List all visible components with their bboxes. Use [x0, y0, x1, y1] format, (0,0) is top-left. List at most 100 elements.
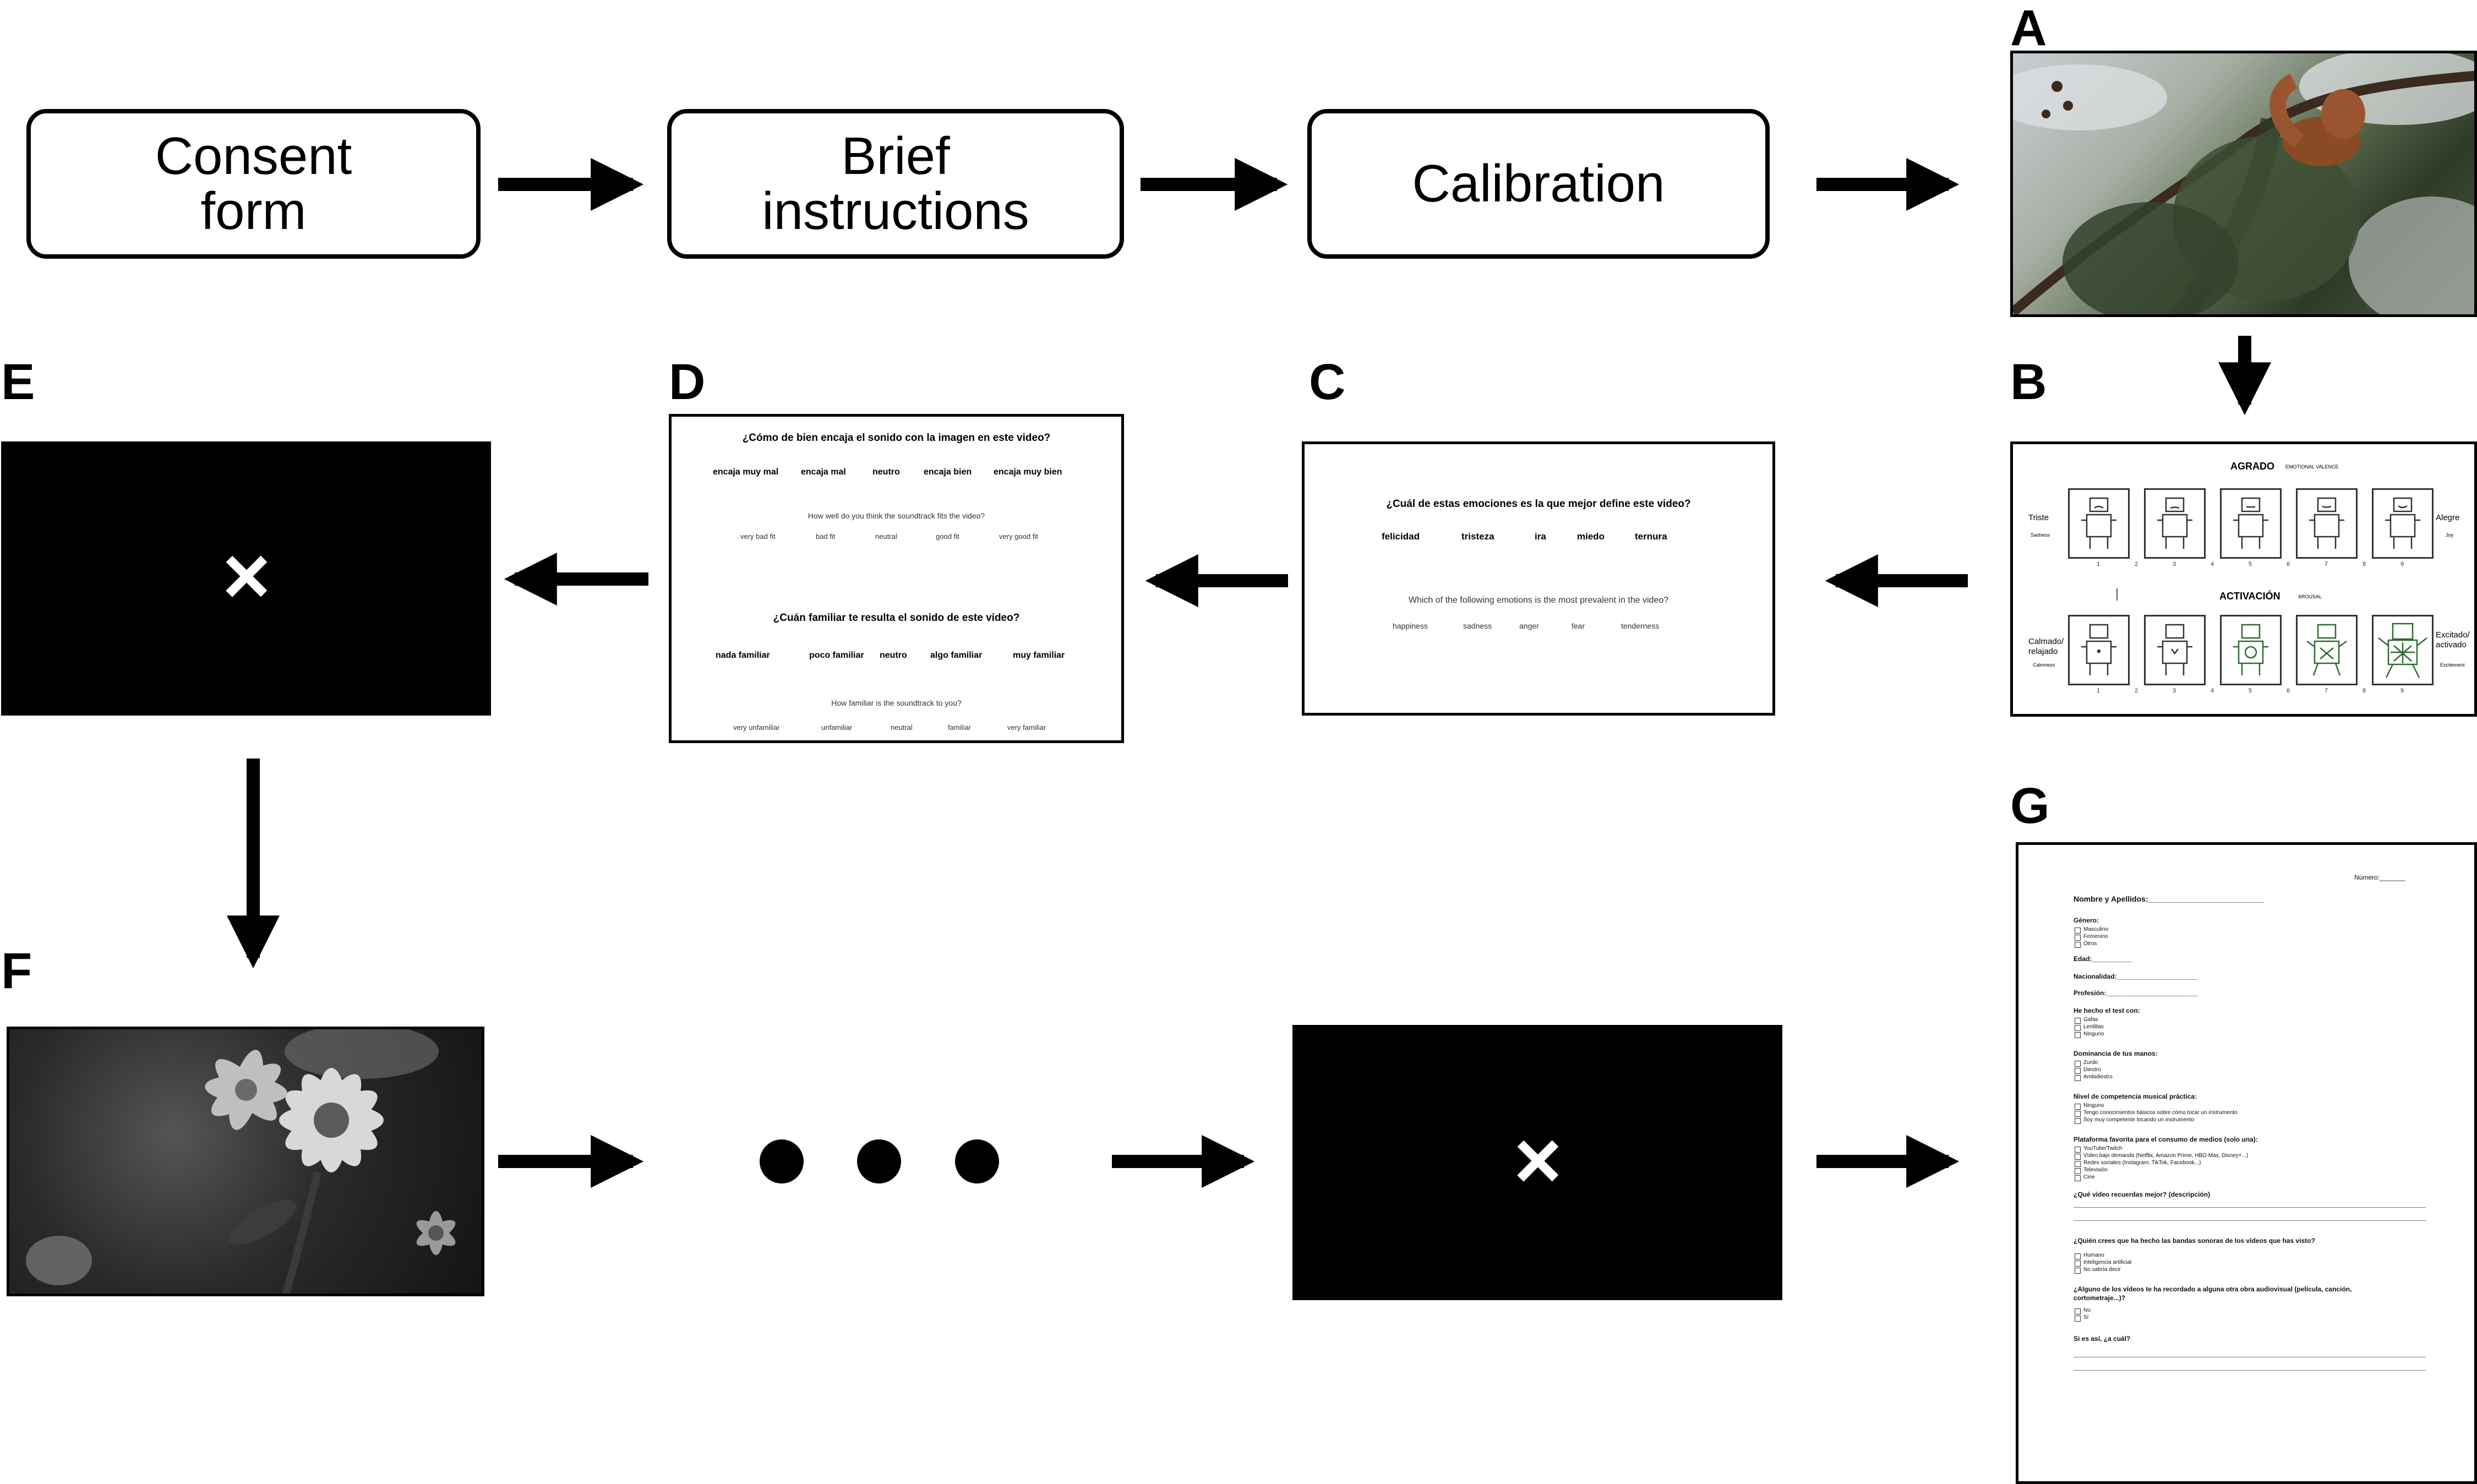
checkbox[interactable] [2075, 1168, 2081, 1174]
form-handedness-label: Dominancia de tus manos: [2074, 1050, 2158, 1057]
arousal-manikin-2[interactable] [2144, 615, 2206, 685]
checkbox[interactable] [2075, 1075, 2081, 1081]
form-option: Diestro [2083, 1067, 2101, 1073]
emotion-option-es[interactable]: tristeza [1461, 531, 1494, 542]
arousal-title: ACTIVACIÓN [2219, 591, 2280, 602]
form-profession-field[interactable]: Profesión:_________________________ [2074, 989, 2198, 997]
checkbox[interactable] [2075, 1025, 2081, 1031]
valence-manikin-figures [2081, 497, 2420, 549]
arousal-right-label: Excitado/ activado [2436, 630, 2470, 650]
emotion-option-en[interactable]: tenderness [1621, 621, 1660, 630]
valence-right-label: Alegre [2436, 513, 2460, 522]
checkbox[interactable] [2075, 1118, 2081, 1124]
arousal-manikin-4[interactable] [2296, 615, 2358, 685]
form-option: Gafas [2083, 1017, 2098, 1023]
emotion-question-spanish: ¿Cuál de estas emociones es la que mejor… [1386, 498, 1691, 510]
checkbox[interactable] [2075, 1104, 2081, 1110]
step-calibration: Calibration [1307, 109, 1770, 259]
familiar-option-en[interactable]: neutral [891, 723, 913, 732]
checkbox[interactable] [2075, 1161, 2081, 1167]
fit-option-en[interactable]: good fit [936, 532, 959, 541]
panel-label-e: E [1, 354, 35, 410]
checkbox[interactable] [2075, 1061, 2081, 1067]
checkbox[interactable] [2075, 1147, 2081, 1153]
sam-rating-screen: AGRADO EMOTIONAL VALENCE Triste Sadness … [2010, 441, 2477, 717]
emotion-option-es[interactable]: felicidad [1382, 531, 1420, 542]
valence-subtitle: EMOTIONAL VALENCE [2285, 464, 2339, 470]
form-option: Vídeo bajo demanda (Netflix, Amazon Prim… [2083, 1153, 2249, 1159]
emotion-option-en[interactable]: anger [1519, 621, 1539, 630]
emotion-option-es[interactable]: ira [1535, 531, 1546, 542]
form-name-field[interactable]: Nombre y Apellidos:_____________________… [2074, 894, 2264, 903]
form-nationality-field[interactable]: Nacionalidad:______________________ [2074, 973, 2198, 980]
checkbox[interactable] [2075, 927, 2081, 934]
step-consent-form: Consent form [26, 109, 481, 259]
scale-number: 8 [2363, 561, 2366, 568]
emotion-option-en[interactable]: sadness [1463, 621, 1492, 630]
form-which-question: Si es así, ¿a cuál? [2074, 1335, 2131, 1343]
fit-option-es[interactable]: neutro [872, 467, 900, 477]
valence-left-label: Triste [2028, 513, 2049, 522]
checkbox[interactable] [2075, 1261, 2081, 1267]
fit-option-es[interactable]: encaja bien [924, 467, 972, 477]
answer-line[interactable] [2074, 1370, 2426, 1371]
familiar-option-en[interactable]: unfamiliar [821, 723, 853, 732]
scale-number: 6 [2287, 688, 2290, 694]
checkbox[interactable] [2075, 1068, 2081, 1074]
valence-manikin-4[interactable] [2296, 488, 2358, 559]
emotion-option-en[interactable]: fear [1572, 621, 1585, 630]
checkbox[interactable] [2075, 1154, 2081, 1160]
emotion-option-en[interactable]: happiness [1393, 621, 1428, 630]
form-option: Inteligencia artificial [2083, 1259, 2132, 1265]
fit-option-en[interactable]: neutral [875, 532, 897, 541]
fit-option-en[interactable]: very good fit [999, 532, 1038, 541]
fit-option-en[interactable]: bad fit [816, 532, 836, 541]
scale-number: 5 [2249, 561, 2252, 568]
form-age-field[interactable]: Edad:___________ [2074, 955, 2132, 963]
valence-right-english: Joy [2446, 532, 2454, 538]
familiar-option-es[interactable]: nada familiar [716, 651, 770, 660]
form-option: Soy muy competente tocando un instrument… [2083, 1117, 2195, 1123]
valence-manikin-3[interactable] [2220, 488, 2282, 559]
checkbox[interactable] [2075, 1308, 2081, 1314]
familiar-option-en[interactable]: very unfamiliar [733, 723, 780, 732]
familiar-option-es[interactable]: poco familiar [809, 651, 864, 660]
fit-option-es[interactable]: encaja muy mal [713, 467, 779, 477]
squirrel-scene-illustration [2013, 53, 2474, 314]
form-option: Sí [2083, 1314, 2089, 1321]
valence-manikin-1[interactable] [2068, 488, 2130, 559]
scale-number: 2 [2135, 561, 2138, 568]
video-frame-squirrel [2010, 51, 2477, 317]
valence-manikin-5[interactable] [2372, 488, 2434, 559]
checkbox[interactable] [2075, 1111, 2081, 1117]
familiar-option-es[interactable]: muy familiar [1013, 651, 1065, 660]
form-option: Masculino [2083, 926, 2109, 932]
answer-line[interactable] [2074, 1220, 2426, 1221]
fixation-screen-e: × [1, 441, 491, 716]
familiar-option-en[interactable]: very familiar [1007, 723, 1046, 732]
fit-option-es[interactable]: encaja muy bien [994, 467, 1062, 477]
checkbox[interactable] [2075, 1032, 2081, 1038]
scale-number: 1 [2097, 561, 2100, 568]
panel-label-c: C [1309, 354, 1346, 410]
familiar-question-spanish: ¿Cuán familiar te resulta el sonido de e… [773, 612, 1020, 624]
checkbox[interactable] [2075, 935, 2081, 941]
checkbox[interactable] [2075, 1268, 2081, 1274]
familiar-option-es[interactable]: neutro [880, 651, 907, 660]
familiar-option-es[interactable]: algo familiar [930, 651, 983, 660]
emotion-option-es[interactable]: miedo [1577, 531, 1605, 542]
checkbox[interactable] [2075, 1018, 2081, 1024]
fit-option-es[interactable]: encaja mal [801, 467, 846, 477]
familiar-option-en[interactable]: familiar [948, 723, 971, 732]
valence-manikin-2[interactable] [2144, 488, 2206, 559]
checkbox[interactable] [2075, 942, 2081, 948]
answer-line[interactable] [2074, 1207, 2426, 1208]
checkbox[interactable] [2075, 1175, 2081, 1181]
checkbox[interactable] [2075, 1253, 2081, 1259]
checkbox[interactable] [2075, 1316, 2081, 1322]
arousal-manikin-3[interactable] [2220, 615, 2282, 685]
fit-option-en[interactable]: very bad fit [740, 532, 776, 541]
scale-number: 5 [2249, 688, 2252, 694]
emotion-option-es[interactable]: ternura [1635, 531, 1667, 542]
arousal-left-label: Calmado/ relajado [2028, 637, 2064, 656]
